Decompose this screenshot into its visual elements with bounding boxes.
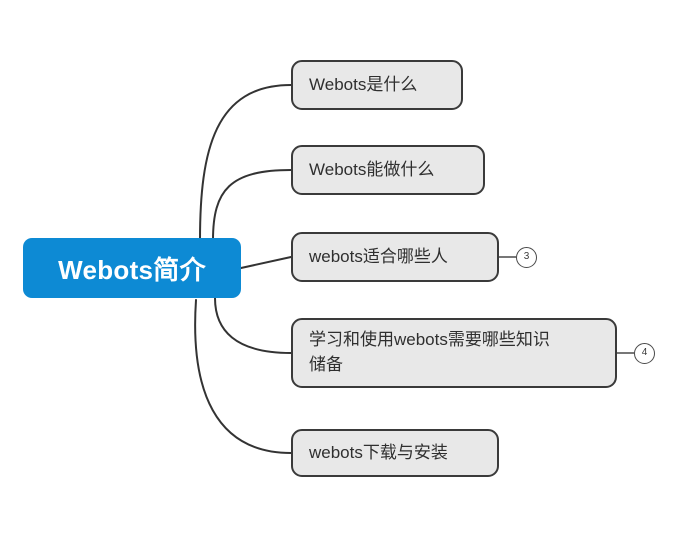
connector-branch-5 bbox=[194, 299, 292, 454]
branch-badge-3[interactable]: 3 bbox=[516, 247, 537, 268]
branch-node-label: webots适合哪些人 bbox=[309, 246, 448, 266]
branch-node-label: 学习和使用webots需要哪些知识 储备 bbox=[309, 330, 550, 374]
branch-node-1[interactable]: Webots是什么 bbox=[291, 60, 463, 110]
connector-branch-1 bbox=[199, 84, 292, 241]
root-node[interactable]: Webots简介 bbox=[23, 238, 241, 298]
connector-branch-2 bbox=[212, 169, 292, 241]
connector-branch-3 bbox=[240, 256, 292, 269]
branch-node-2[interactable]: Webots能做什么 bbox=[291, 145, 485, 195]
branch-node-label: Webots是什么 bbox=[309, 74, 418, 94]
branch-node-3[interactable]: webots适合哪些人 bbox=[291, 232, 499, 282]
connector-branch-4 bbox=[214, 297, 292, 354]
branch-node-4[interactable]: 学习和使用webots需要哪些知识 储备 bbox=[291, 318, 617, 388]
branch-node-5[interactable]: webots下载与安装 bbox=[291, 429, 499, 477]
branch-badge-4[interactable]: 4 bbox=[634, 343, 655, 364]
root-node-label: Webots简介 bbox=[58, 254, 206, 285]
branch-node-label: Webots能做什么 bbox=[309, 159, 435, 179]
branch-node-label: webots下载与安装 bbox=[309, 442, 448, 462]
